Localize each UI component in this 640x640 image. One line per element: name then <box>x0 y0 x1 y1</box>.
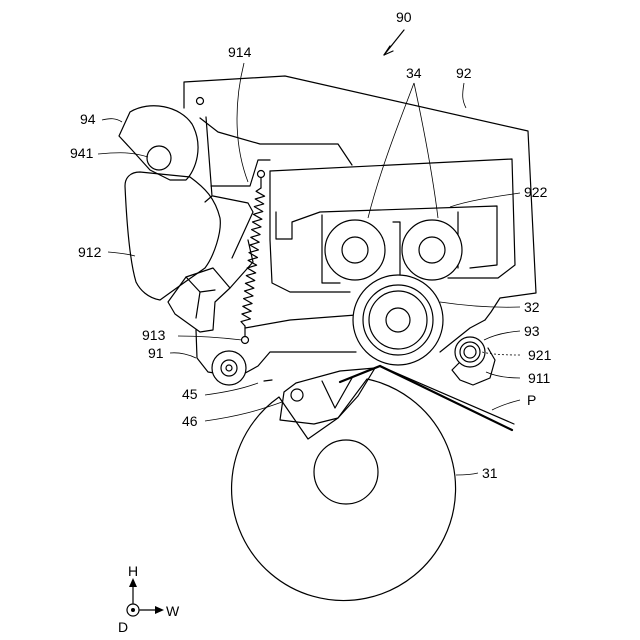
label-914: 914 <box>228 44 252 60</box>
label-94: 94 <box>80 111 96 127</box>
spring-top-pin <box>258 171 265 178</box>
axis-label-w: W <box>166 603 180 619</box>
label-31: 31 <box>482 465 498 481</box>
pivot-93 <box>455 337 485 367</box>
cam-shaft <box>147 146 171 170</box>
label-922: 922 <box>524 184 548 200</box>
recess-tray <box>270 159 515 292</box>
heat-roller <box>353 275 443 365</box>
label-32: 32 <box>524 299 540 315</box>
label-921: 921 <box>528 347 552 363</box>
axis-label-h: H <box>128 563 138 579</box>
label-46: 46 <box>182 413 198 429</box>
drum-hub <box>314 440 378 504</box>
label-92: 92 <box>456 65 472 81</box>
roller-left <box>325 220 385 280</box>
axis-indicator: H W D <box>118 563 180 635</box>
label-p: P <box>527 392 536 408</box>
label-93: 93 <box>524 323 540 339</box>
label-941: 941 <box>70 145 94 161</box>
sheet-p <box>340 366 514 430</box>
label-912: 912 <box>78 244 102 260</box>
labels: 90 914 34 92 94 941 922 912 32 93 913 92… <box>70 9 552 481</box>
arrow-right-icon <box>155 606 164 614</box>
label-91: 91 <box>148 345 164 361</box>
frame-bearing <box>212 351 246 385</box>
arrow-up-icon <box>129 578 137 587</box>
cover-hole <box>197 98 204 105</box>
tension-spring <box>241 171 265 344</box>
axis-label-d: D <box>118 619 128 635</box>
cam-94 <box>119 106 198 180</box>
block-912 <box>125 172 220 300</box>
label-911: 911 <box>528 370 551 386</box>
lower-wedge <box>168 196 253 332</box>
spring-bottom-pin <box>242 337 249 344</box>
roller-divider <box>393 222 400 278</box>
label-45: 45 <box>182 386 198 402</box>
label-34: 34 <box>406 65 422 81</box>
label-90: 90 <box>396 9 412 25</box>
label-913: 913 <box>142 327 166 343</box>
roller-right <box>402 220 462 280</box>
guide-46 <box>280 368 375 424</box>
